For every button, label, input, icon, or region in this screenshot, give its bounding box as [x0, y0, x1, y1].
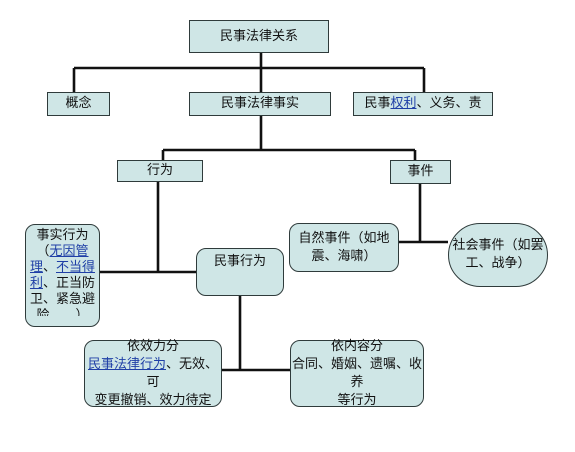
factual-act-line5: 卫、紧急避 — [29, 292, 95, 307]
factual-act-text: 事实行为 （无因管 理、不当得 利、正当防 卫、紧急避 险……） — [30, 228, 95, 316]
by-effect-text: 依效力分 民事法律行为、无效、可 变更撤销、效力待定 — [85, 338, 221, 410]
social-event-text: 社会事件（如罢 工、战争） — [452, 237, 543, 273]
behavior-label: 行为 — [146, 163, 173, 179]
by-content-line2: 合同、婚姻、遗嘱、收养 — [291, 356, 422, 390]
paren-open: （ — [36, 244, 50, 259]
factual-act-line2: （无因管 — [30, 244, 95, 260]
rights-label: 民事权利、义务、责 — [364, 95, 481, 113]
root-label: 民事法律关系 — [219, 28, 298, 44]
rights-link[interactable]: 权利 — [390, 96, 417, 112]
factual-act-node: 事实行为 （无因管 理、不当得 利、正当防 卫、紧急避 险……） — [25, 224, 100, 327]
by-effect-node: 依效力分 民事法律行为、无效、可 变更撤销、效力待定 — [84, 338, 222, 410]
unjust-enrichment-link-cont[interactable]: 利 — [29, 276, 43, 291]
event-label: 事件 — [407, 164, 434, 180]
legal-facts-label: 民事法律事实 — [220, 96, 299, 112]
civil-act-label: 民事行为 — [213, 254, 266, 269]
rights-duties-node: 民事权利、义务、责 — [353, 92, 493, 116]
by-content-title: 依内容分 — [330, 338, 383, 354]
self-defense-text: 、正当防 — [42, 276, 95, 291]
negotiorum-gestio-link[interactable]: 无因管 — [49, 244, 89, 259]
factual-act-line4: 利、正当防 — [30, 276, 95, 292]
by-content-node: 依内容分 合同、婚姻、遗嘱、收养 等行为 — [290, 338, 424, 410]
factual-act-title: 事实行为 — [36, 228, 89, 243]
comma-text: 、 — [42, 260, 56, 275]
concept-label: 概念 — [65, 96, 92, 112]
factual-act-line6: 险……） — [36, 308, 89, 316]
civil-act-node: 民事行为 — [196, 248, 284, 296]
factual-act-line3: 理、不当得 — [30, 260, 95, 276]
by-effect-line3: 变更撤销、效力待定 — [94, 392, 212, 408]
by-effect-line2-rest: 、无效、可 — [146, 356, 219, 390]
by-content-line3: 等行为 — [337, 392, 377, 408]
social-event-line1: 社会事件（如罢 — [452, 238, 544, 253]
social-event-line2: 工、战争） — [465, 256, 531, 271]
legal-facts-node: 民事法律事实 — [189, 92, 331, 116]
civil-juristic-act-link[interactable]: 民事法律行为 — [87, 356, 166, 372]
concept-node: 概念 — [47, 92, 110, 116]
negotiorum-gestio-link-cont[interactable]: 理 — [29, 260, 43, 275]
by-effect-title: 依效力分 — [126, 338, 179, 354]
behavior-node: 行为 — [117, 160, 203, 182]
natural-event-line2: 震、海啸） — [311, 248, 377, 264]
root-node: 民事法律关系 — [189, 20, 329, 53]
by-content-text: 依内容分 合同、婚姻、遗嘱、收养 等行为 — [291, 338, 423, 410]
natural-event-line1: 自然事件（如地 — [298, 230, 390, 246]
social-event-node: 社会事件（如罢 工、战争） — [448, 223, 548, 287]
event-node: 事件 — [390, 160, 451, 184]
unjust-enrichment-link[interactable]: 不当得 — [56, 260, 96, 275]
by-effect-line2: 民事法律行为、无效、可 — [85, 356, 221, 392]
rights-pre: 民事 — [364, 96, 391, 112]
rights-post: 、义务、责 — [416, 96, 482, 112]
natural-event-text: 自然事件（如地 震、海啸） — [298, 230, 389, 266]
natural-event-node: 自然事件（如地 震、海啸） — [289, 223, 399, 272]
